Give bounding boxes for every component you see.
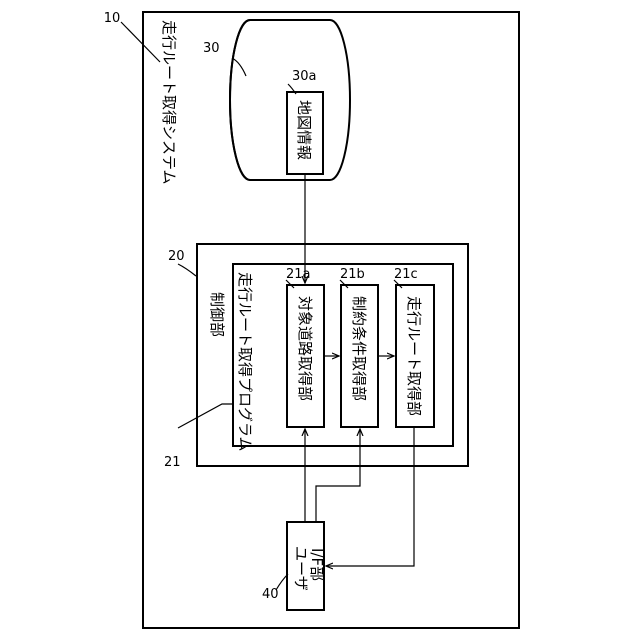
- map-info-ref: 30a: [292, 69, 317, 84]
- system-title: 走行ルート取得システム: [160, 20, 178, 185]
- program-ref: 21: [164, 455, 181, 470]
- control-unit-label: 制御部: [208, 292, 226, 337]
- user-if-label-line2: I/F部: [308, 548, 326, 581]
- module-route-label: 走行ルート取得部: [405, 296, 423, 416]
- module-constraint-ref: 21b: [340, 267, 365, 282]
- map-info-label: 地図情報: [295, 100, 313, 160]
- system-ref: 10: [104, 11, 121, 26]
- module-constraint-label: 制約条件取得部: [350, 296, 368, 401]
- program-label: 走行ルート取得プログラム: [236, 272, 254, 452]
- module-route-ref: 21c: [394, 267, 418, 282]
- control-unit-ref: 20: [168, 249, 185, 264]
- module-target-road-label: 対象道路取得部: [296, 296, 314, 401]
- module-target-road-ref: 21a: [286, 267, 311, 282]
- user-if-label-line1: ユーザ: [292, 546, 310, 591]
- storage-ref: 30: [203, 41, 220, 56]
